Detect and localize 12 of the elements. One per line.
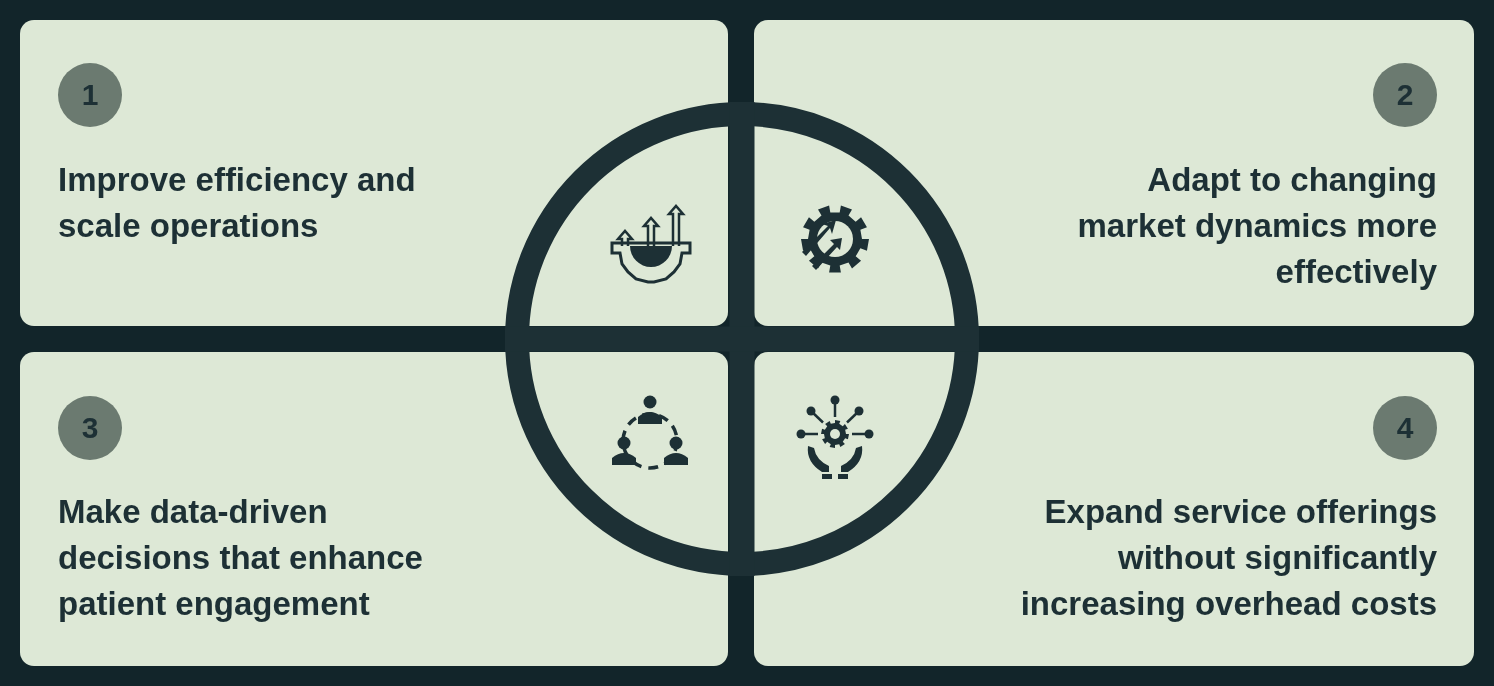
- number-badge: 1: [58, 63, 122, 127]
- card-panel: [754, 20, 1474, 326]
- card-text: Adapt to changing market dynamics more effectively: [1076, 160, 1437, 292]
- number-badge: 2: [1373, 63, 1437, 127]
- card-text: Expand service offerings without significantly increasing overhead costs: [1019, 492, 1437, 624]
- card-panel: [20, 352, 728, 666]
- number-badge: 4: [1373, 396, 1437, 460]
- card-panel: [754, 352, 1474, 666]
- number-badge: 3: [58, 396, 122, 460]
- card-panel: [20, 20, 728, 326]
- card-text: Improve efficiency and scale operations: [58, 160, 417, 246]
- card-text: Make data-driven decisions that enhance patient engagement: [58, 492, 424, 624]
